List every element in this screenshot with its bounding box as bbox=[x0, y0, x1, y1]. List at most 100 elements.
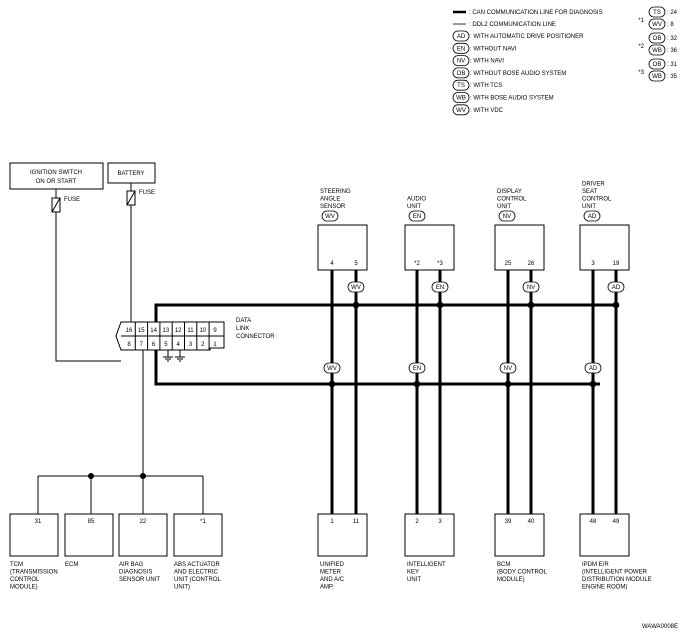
unit-label: KEY bbox=[407, 570, 419, 576]
unit-pin: 49 bbox=[613, 519, 620, 525]
unit-pin: 4 bbox=[330, 261, 334, 267]
option-tag-label: AD bbox=[457, 34, 466, 40]
unit-label: AND A/C bbox=[320, 577, 345, 583]
unit-label: ANGLE bbox=[320, 197, 340, 203]
note-mark: *2 bbox=[638, 44, 644, 50]
option-tag-label: NV bbox=[504, 366, 512, 372]
note-value-b: : 8 bbox=[667, 22, 674, 28]
unit-pin: 48 bbox=[590, 519, 597, 525]
unit-box bbox=[494, 224, 545, 271]
wire-option-tag: WV bbox=[347, 281, 365, 293]
dlc-pin-bottom: 3 bbox=[189, 342, 193, 348]
fuse-battery: FUSE bbox=[126, 190, 155, 206]
option-tag-label: WV bbox=[325, 214, 335, 220]
option-tag-label: WB bbox=[652, 48, 662, 54]
unit-tag: WV bbox=[321, 210, 339, 222]
option-tag-label: EN bbox=[436, 285, 444, 291]
legend-item-tag: WB bbox=[452, 92, 470, 103]
figure-id: WAWA0008E bbox=[642, 624, 678, 630]
unit-pin: 3 bbox=[438, 519, 442, 525]
legend-item-tag: NV bbox=[452, 55, 470, 66]
note-tag-a: OB bbox=[648, 32, 666, 44]
note-value-a: : 32 bbox=[667, 36, 678, 42]
option-tag-label: EN bbox=[413, 366, 421, 372]
option-tag-label: WV bbox=[652, 22, 662, 28]
unit-label: UNIT bbox=[407, 577, 421, 583]
legend-item-tag: OB bbox=[452, 67, 470, 79]
svg-text:DATA: DATA bbox=[236, 318, 251, 324]
unit-label: STEERING bbox=[320, 189, 351, 195]
option-tag-label: EN bbox=[457, 46, 465, 52]
unit-label: CONTROL bbox=[582, 197, 612, 203]
unit-label: ABS ACTUATOR bbox=[174, 562, 220, 568]
legend-item: WV: WITH VDC bbox=[452, 104, 504, 116]
svg-text:CONNECTOR: CONNECTOR bbox=[236, 334, 275, 340]
legend-item-text: : WITHOUT BOSE AUDIO SYSTEM bbox=[470, 71, 566, 77]
unit-box bbox=[579, 513, 630, 557]
svg-text:IGNITION SWITCH: IGNITION SWITCH bbox=[30, 170, 82, 176]
option-tag-label: WV bbox=[351, 285, 361, 291]
fuse-ignition: FUSE bbox=[51, 197, 80, 213]
unit-label: UNIT (CONTROL bbox=[174, 577, 222, 583]
unit-label: UNIT bbox=[497, 204, 511, 210]
wire-option-tag: WV bbox=[323, 362, 341, 374]
legend-item: OB : WITHOUT BOSE AUDIO SYSTEM bbox=[452, 67, 566, 79]
legend-item: EN: WITHOUT NAVI bbox=[452, 42, 517, 54]
unit-tag: EN bbox=[408, 210, 426, 222]
unit-label: ENGINE ROOM) bbox=[582, 585, 627, 591]
option-tag-label: NV bbox=[457, 59, 465, 65]
junction-dot bbox=[88, 473, 94, 479]
option-tag-label: NV bbox=[503, 214, 511, 220]
option-tag-label: WB bbox=[456, 96, 466, 102]
wire-option-tag: AD bbox=[607, 281, 625, 293]
option-tag-label: AD bbox=[612, 285, 621, 291]
unit-label: AND ELECTRIC bbox=[174, 570, 219, 576]
unit-pin: 31 bbox=[35, 519, 42, 525]
dlc-pin-top: 12 bbox=[175, 328, 182, 334]
unit-label: SENSOR bbox=[320, 204, 346, 210]
svg-text:ON OR START: ON OR START bbox=[36, 179, 77, 185]
dlc-pin-bottom: 8 bbox=[127, 342, 131, 348]
unit-label: SENSOR UNIT bbox=[119, 577, 160, 583]
unit-label: IPDM E/R bbox=[582, 562, 609, 568]
unit-label: AIR BAG bbox=[119, 562, 144, 568]
unit-box bbox=[9, 513, 59, 557]
unit-label: DRIVER bbox=[582, 182, 605, 188]
unit-label: CONTROL bbox=[10, 577, 40, 583]
battery: BATTERY bbox=[107, 162, 156, 184]
note-tag-b: WB bbox=[648, 70, 666, 82]
unit-label: BCM bbox=[497, 562, 510, 568]
legend-item: TS: WITH TCS bbox=[452, 79, 502, 91]
legend-item-text: : WITH BOSE AUDIO SYSTEM bbox=[470, 96, 554, 102]
unit-tag: AD bbox=[583, 210, 601, 222]
svg-text:FUSE: FUSE bbox=[64, 197, 80, 203]
option-tag-label: WV bbox=[327, 366, 337, 372]
unit-label: CONTROL bbox=[497, 197, 527, 203]
wire-option-tag: EN bbox=[431, 281, 449, 293]
note-tag-a: TS bbox=[648, 6, 666, 18]
wire-option-tag: NV bbox=[522, 281, 540, 293]
unit-pin: 26 bbox=[528, 261, 535, 267]
dlc-pin-top: 10 bbox=[199, 328, 206, 334]
unit-pin: *1 bbox=[200, 519, 206, 525]
unit-pin: 40 bbox=[528, 519, 535, 525]
dlc-pin-bottom: 4 bbox=[177, 342, 181, 348]
unit-label: DISTRIBUTION MODULE bbox=[582, 577, 652, 583]
unit-pin: 3 bbox=[591, 261, 595, 267]
wire-option-tag: EN bbox=[408, 362, 426, 374]
unit-pin: 25 bbox=[505, 261, 512, 267]
legend-can-line-text: : CAN COMMUNICATION LINE FOR DIAGNOSIS bbox=[469, 10, 603, 16]
legend: : CAN COMMUNICATION LINE FOR DIAGNOSIS :… bbox=[452, 10, 603, 116]
can-high-bus bbox=[154, 303, 616, 322]
unit-label: UNIFIED bbox=[320, 562, 345, 568]
option-tag-label: OB bbox=[457, 71, 466, 77]
can-low-bus bbox=[154, 350, 600, 386]
